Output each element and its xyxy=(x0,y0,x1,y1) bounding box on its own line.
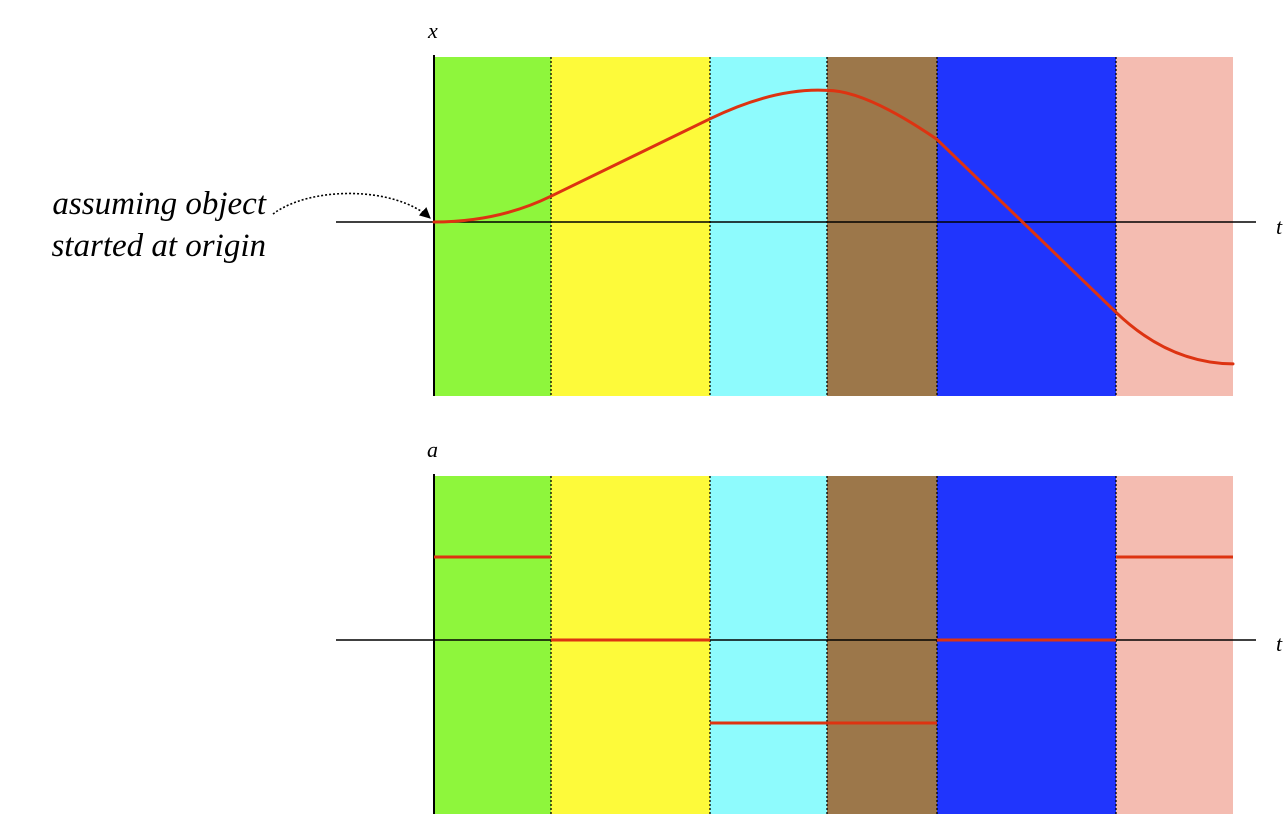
position-time-label: t xyxy=(1276,214,1283,239)
position-region-6 xyxy=(1116,57,1233,396)
acceleration-time-label: t xyxy=(1276,631,1283,656)
position-region-4 xyxy=(827,57,937,396)
annotation-line-1: assuming object xyxy=(52,186,266,222)
position-region-1 xyxy=(434,57,551,396)
position-graph: x t xyxy=(336,18,1283,396)
acceleration-levels xyxy=(434,555,1233,725)
position-curve xyxy=(432,88,1235,366)
acceleration-region-3 xyxy=(710,476,827,814)
acceleration-region-2 xyxy=(551,476,710,814)
annotation-line-2: started at origin xyxy=(51,228,266,264)
acceleration-graph-dividers xyxy=(550,476,1117,814)
acceleration-region-5 xyxy=(937,476,1116,814)
position-graph-regions xyxy=(434,57,1233,396)
acceleration-region-4 xyxy=(827,476,937,814)
acceleration-graph: a t xyxy=(336,437,1283,814)
position-axis-label: x xyxy=(427,18,438,43)
acceleration-region-1 xyxy=(434,476,551,814)
position-region-3 xyxy=(710,57,827,396)
acceleration-graph-regions xyxy=(434,476,1233,814)
annotation-arrow xyxy=(272,192,431,219)
origin-annotation: assuming object started at origin xyxy=(51,186,431,264)
acceleration-axis-label: a xyxy=(427,437,438,462)
position-region-2 xyxy=(551,57,710,396)
position-graph-dividers xyxy=(550,57,1117,396)
acceleration-region-6 xyxy=(1116,476,1233,814)
